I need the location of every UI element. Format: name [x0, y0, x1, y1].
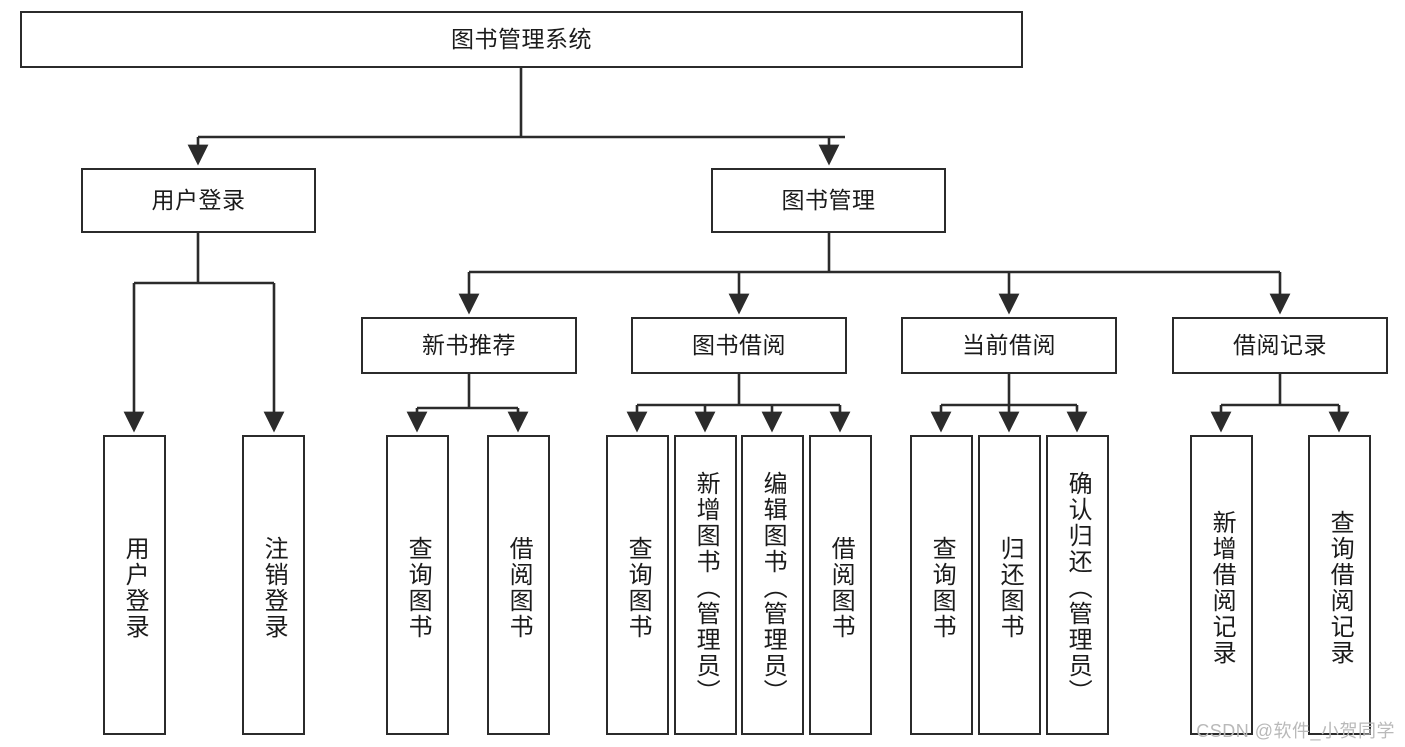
node-root[interactable]: 图书管理系统 — [20, 11, 1023, 68]
leaf-add-record[interactable]: 新增借阅记录 — [1190, 435, 1253, 735]
leaf-edit-book[interactable]: 编辑图书（管理员） — [741, 435, 804, 735]
leaf-query-record[interactable]: 查询借阅记录 — [1308, 435, 1371, 735]
leaf-add-record-label: 新增借阅记录 — [1208, 510, 1236, 666]
node-book-borrow[interactable]: 图书借阅 — [631, 317, 847, 374]
node-borrow-record-label: 借阅记录 — [1233, 331, 1327, 358]
node-new-book-rec-label: 新书推荐 — [422, 331, 516, 358]
leaf-confirm-return[interactable]: 确认归还（管理员） — [1046, 435, 1109, 735]
leaf-confirm-return-label: 确认归还（管理员） — [1064, 471, 1092, 705]
node-book-manage-label: 图书管理 — [781, 186, 876, 213]
leaf-borrow-book-1-label: 借阅图书 — [505, 536, 533, 640]
leaf-query-book-1-label: 查询图书 — [404, 536, 432, 640]
leaf-query-book-1[interactable]: 查询图书 — [386, 435, 449, 735]
leaf-add-book[interactable]: 新增图书（管理员） — [674, 435, 737, 735]
node-new-book-rec[interactable]: 新书推荐 — [361, 317, 577, 374]
leaf-add-book-label: 新增图书（管理员） — [692, 471, 720, 705]
leaf-user-login-label: 用户登录 — [121, 536, 149, 640]
node-borrow-record[interactable]: 借阅记录 — [1172, 317, 1388, 374]
leaf-borrow-book-1[interactable]: 借阅图书 — [487, 435, 550, 735]
leaf-query-record-label: 查询借阅记录 — [1326, 510, 1354, 666]
node-book-borrow-label: 图书借阅 — [692, 331, 786, 358]
node-root-label: 图书管理系统 — [451, 25, 592, 52]
leaf-query-book-3[interactable]: 查询图书 — [910, 435, 973, 735]
leaf-logout-label: 注销登录 — [260, 536, 288, 640]
node-user-login-label: 用户登录 — [151, 186, 246, 213]
node-user-login[interactable]: 用户登录 — [81, 168, 316, 233]
leaf-return-book-label: 归还图书 — [996, 536, 1024, 640]
leaf-logout[interactable]: 注销登录 — [242, 435, 305, 735]
leaf-return-book[interactable]: 归还图书 — [978, 435, 1041, 735]
node-book-manage[interactable]: 图书管理 — [711, 168, 946, 233]
leaf-user-login[interactable]: 用户登录 — [103, 435, 166, 735]
leaf-borrow-book-2-label: 借阅图书 — [827, 536, 855, 640]
leaf-borrow-book-2[interactable]: 借阅图书 — [809, 435, 872, 735]
leaf-edit-book-label: 编辑图书（管理员） — [759, 471, 787, 705]
node-current-borrow[interactable]: 当前借阅 — [901, 317, 1117, 374]
leaf-query-book-3-label: 查询图书 — [928, 536, 956, 640]
leaf-query-book-2-label: 查询图书 — [624, 536, 652, 640]
csdn-watermark: CSDN @软件_小贺同学 — [1196, 721, 1395, 741]
node-current-borrow-label: 当前借阅 — [962, 331, 1056, 358]
leaf-query-book-2[interactable]: 查询图书 — [606, 435, 669, 735]
